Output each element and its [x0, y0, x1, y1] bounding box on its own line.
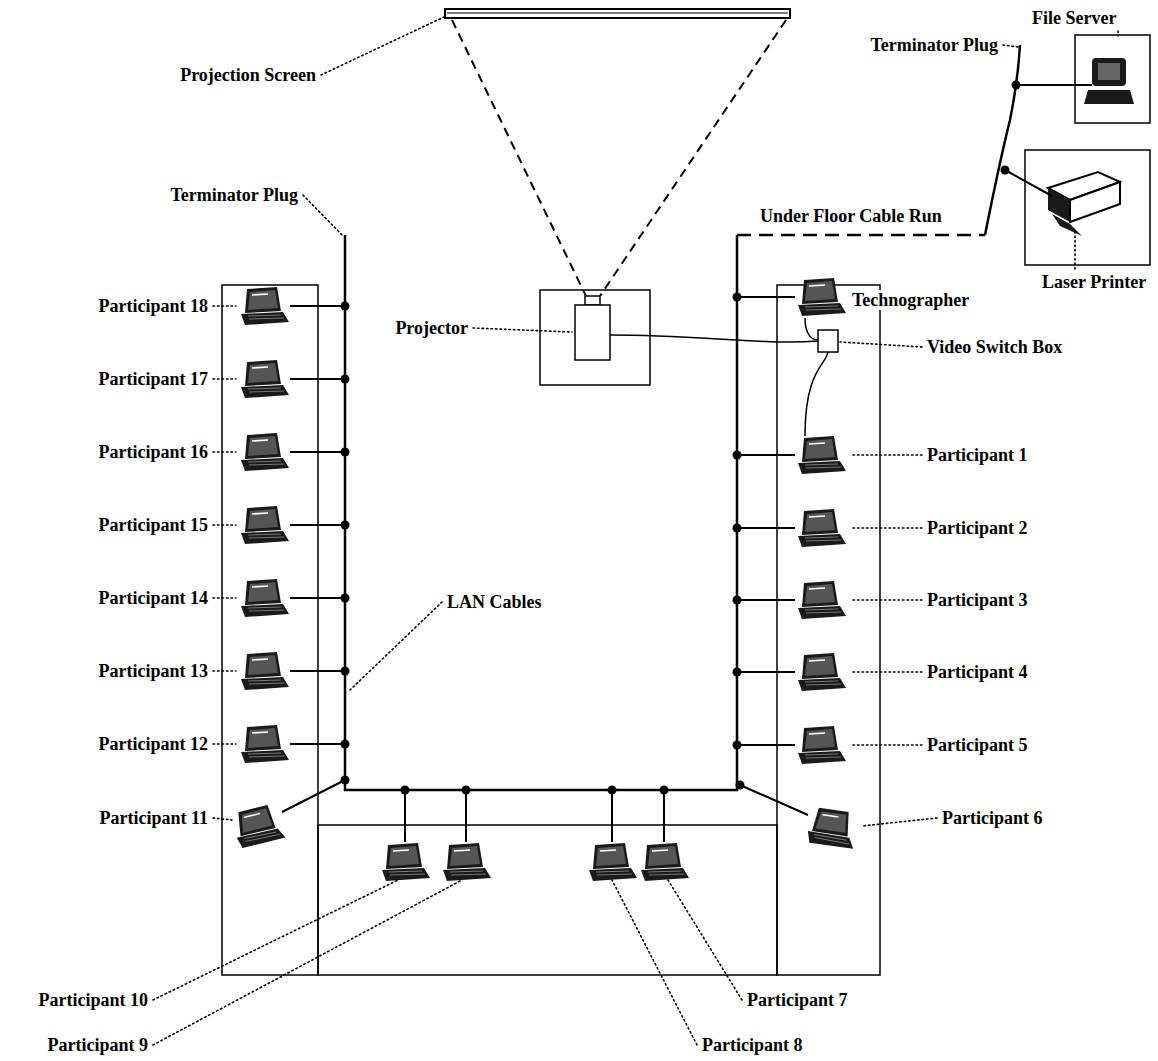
leader-line [153, 880, 398, 1000]
leader-line [213, 597, 236, 599]
leader-line [153, 880, 462, 1045]
callout-label: Participant 4 [925, 662, 1030, 682]
cable-junction [341, 81, 1021, 795]
leader-line [213, 378, 236, 380]
callout-label: Participant 11 [98, 808, 211, 828]
callout-label: Terminator Plug [868, 35, 1000, 55]
leader-line [473, 328, 572, 332]
callout-label: Participant 17 [97, 369, 211, 389]
leader-line [213, 451, 236, 453]
projection-screen [445, 9, 790, 18]
callout-label: Participant 16 [97, 442, 211, 462]
callout-label: Video Switch Box [925, 337, 1064, 357]
callout-label: Projection Screen [178, 65, 318, 85]
callout-label: Projector [393, 318, 470, 338]
callout-label: Participant 15 [97, 515, 211, 535]
file-server [1084, 58, 1134, 104]
callout-label: Participant 9 [46, 1035, 151, 1055]
leader-line [1003, 45, 1018, 47]
leader-line [213, 818, 232, 820]
callout-label: Participant 1 [925, 445, 1030, 465]
callout-label: Under Floor Cable Run [758, 206, 944, 226]
leader-line [840, 342, 922, 347]
leader-line [850, 599, 922, 601]
callout-label: Participant 2 [925, 518, 1030, 538]
leader-line [213, 524, 236, 526]
projection-beam [600, 20, 786, 296]
drop-cable [282, 85, 1092, 842]
table [222, 285, 318, 975]
callout-label: Participant 8 [700, 1035, 805, 1055]
callout-label: Participant 10 [37, 990, 151, 1010]
callout-label: Laser Printer [1040, 272, 1148, 292]
leader-line [850, 454, 922, 456]
leader-line [1117, 31, 1119, 36]
callout-label: File Server [1030, 8, 1118, 28]
leader-line [850, 527, 922, 529]
leader-line [862, 818, 937, 826]
lan-cable [345, 45, 1020, 790]
projection-beam [452, 20, 586, 296]
leader-lines [153, 16, 1118, 1045]
server-table [1075, 35, 1150, 123]
laser-printer [1048, 172, 1120, 236]
printer-table [1025, 150, 1150, 265]
video-switch-box [818, 330, 838, 352]
video-cable [610, 335, 818, 342]
table [318, 825, 777, 975]
leader-line [321, 16, 446, 75]
callout-label: Participant 3 [925, 590, 1030, 610]
callout-label: Participant 5 [925, 735, 1030, 755]
leader-line [350, 602, 442, 690]
callout-label: Terminator Plug [168, 185, 300, 205]
leader-line [303, 195, 343, 236]
callout-label: Participant 18 [97, 296, 211, 316]
callout-label: Participant 7 [745, 990, 850, 1010]
callout-label: Participant 14 [97, 588, 211, 608]
callout-label: LAN Cables [445, 592, 544, 612]
callout-label: Participant 13 [97, 661, 211, 681]
leader-line [612, 880, 697, 1045]
laptop [232, 278, 860, 881]
projector [575, 305, 610, 360]
leader-line [850, 744, 922, 746]
leader-line [668, 880, 742, 1000]
projector-table [540, 290, 650, 385]
table [777, 285, 880, 975]
leader-line [850, 671, 922, 673]
leader-line [213, 670, 236, 672]
leader-line [213, 305, 236, 307]
callout-label: Technographer [850, 290, 971, 310]
leader-line [1074, 232, 1076, 269]
leader-line [213, 743, 236, 745]
callout-label: Participant 12 [97, 734, 211, 754]
under-floor-cable [737, 234, 985, 237]
callout-label: Participant 6 [940, 808, 1045, 828]
